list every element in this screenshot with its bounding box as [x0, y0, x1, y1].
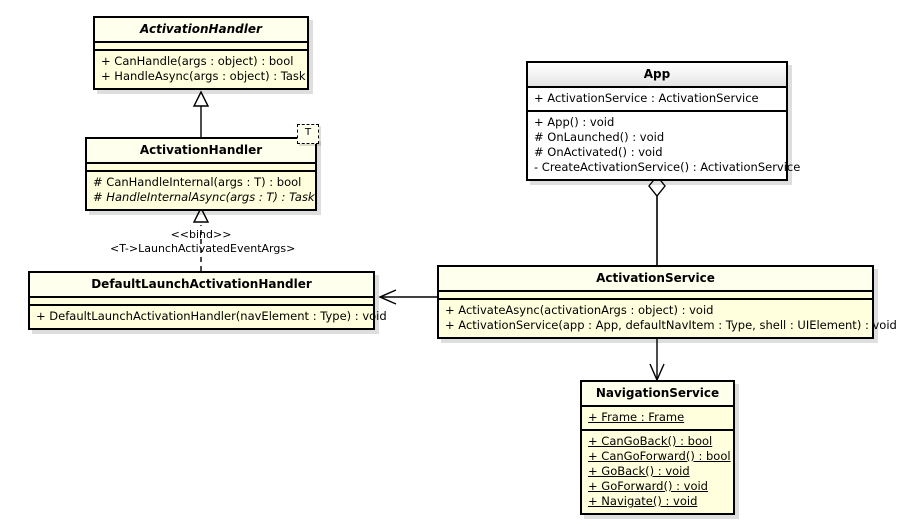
class-activationhandler-abstract[interactable]: ActivationHandler + CanHandle(args : obj… [93, 16, 309, 90]
operation: # OnActivated() : void [534, 145, 663, 159]
class-name: ActivationService [439, 267, 872, 292]
bind-stereotype-text: <<bind>> [170, 228, 232, 241]
operations-compartment: + ActivateAsync(activationArgs : object)… [439, 298, 897, 337]
operations-compartment: + CanHandle(args : object) : bool + Hand… [95, 49, 307, 88]
edge-generalization-activationhandler [192, 90, 210, 137]
class-name: NavigationService [582, 382, 733, 407]
operation: + HandleAsync(args : object) : Task [101, 69, 306, 83]
edge-association-activationservice-navigationservice [649, 337, 665, 382]
operation: + CanGoBack() : bool [588, 434, 713, 448]
class-activationhandler-generic[interactable]: ActivationHandler # CanHandleInternal(ar… [85, 137, 317, 211]
operations-compartment: + App() : void # OnLaunched() : void # O… [528, 110, 801, 179]
operation: + ActivateAsync(activationArgs : object)… [445, 303, 714, 317]
operation: - CreateActivationService() : Activation… [534, 160, 801, 174]
attributes-compartment: + Frame : Frame [582, 407, 733, 429]
operation: # CanHandleInternal(args : T) : bool [93, 175, 302, 189]
operation: + GoForward() : void [588, 479, 708, 493]
operation: + DefaultLaunchActivationHandler(navElem… [36, 309, 387, 323]
edge-label-bind-stereotype: <<bind>> <T->LaunchActivatedEventArgs> [110, 228, 296, 256]
operation: + App() : void [534, 115, 615, 129]
operation: + CanGoForward() : bool [588, 449, 731, 463]
attribute: + ActivationService : ActivationService [534, 91, 759, 105]
operation: # OnLaunched() : void [534, 130, 665, 144]
class-activationservice[interactable]: ActivationService + ActivateAsync(activa… [437, 265, 897, 339]
class-name: App [528, 63, 786, 88]
attribute: + Frame : Frame [588, 410, 685, 424]
operation: + CanHandle(args : object) : bool [101, 54, 294, 68]
operation: + ActivationService(app : App, defaultNa… [445, 318, 897, 332]
operations-compartment: + CanGoBack() : bool + CanGoForward() : … [582, 429, 733, 513]
edge-association-activationservice-defaulthandler [378, 289, 437, 305]
class-defaultlaunchactivationhandler[interactable]: DefaultLaunchActivationHandler + Default… [28, 271, 387, 330]
class-name: ActivationHandler [95, 18, 307, 43]
operation: # HandleInternalAsync(args : T) : Task [93, 190, 315, 204]
bind-binding-text: <T->LaunchActivatedEventArgs> [110, 242, 296, 255]
edge-aggregation-app-activationservice [648, 174, 666, 265]
operation: + GoBack() : void [588, 464, 690, 478]
template-parameter-label: T [304, 127, 312, 138]
class-app[interactable]: App + ActivationService : ActivationServ… [526, 61, 801, 181]
class-navigationservice[interactable]: NavigationService + Frame : Frame + CanG… [580, 380, 735, 515]
class-name: ActivationHandler [87, 139, 315, 164]
operations-compartment: # CanHandleInternal(args : T) : bool # H… [87, 170, 315, 209]
template-parameter-box: T [297, 124, 319, 144]
attributes-compartment: + ActivationService : ActivationService [528, 88, 786, 110]
class-name: DefaultLaunchActivationHandler [30, 273, 373, 298]
operations-compartment: + DefaultLaunchActivationHandler(navElem… [30, 304, 387, 328]
operation: + Navigate() : void [588, 494, 698, 508]
